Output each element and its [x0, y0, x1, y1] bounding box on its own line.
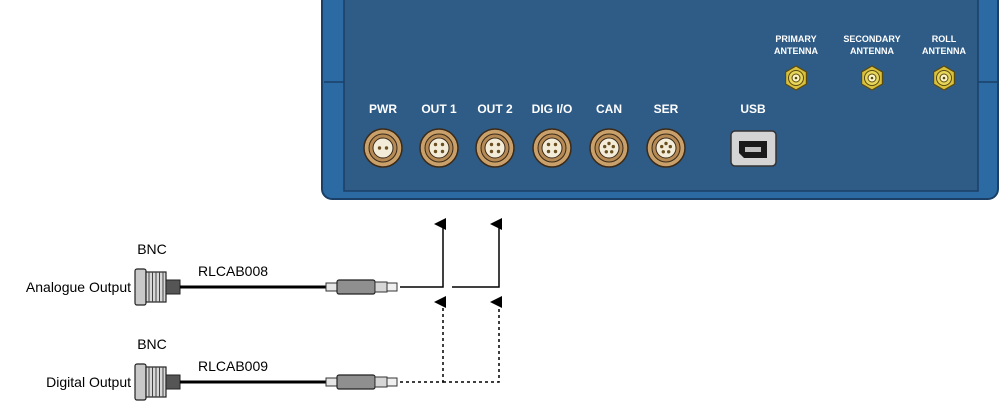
- antenna-secondary[interactable]: SECONDARY ANTENNA: [843, 34, 901, 91]
- port-label: OUT 2: [477, 102, 513, 116]
- cable-name-label: Analogue Output: [26, 279, 131, 295]
- port-can[interactable]: CAN: [589, 102, 629, 168]
- port-label: OUT 1: [421, 102, 457, 116]
- port-out-1[interactable]: OUT 1: [419, 102, 459, 168]
- port-label: PWR: [369, 102, 397, 116]
- port-pwr[interactable]: PWR: [363, 102, 403, 168]
- port-label: DIG I/O: [532, 102, 573, 116]
- antenna-label-line1: PRIMARY: [775, 34, 816, 44]
- antenna-label-line1: SECONDARY: [843, 34, 900, 44]
- cable-name-label: Digital Output: [46, 374, 131, 390]
- device-panel: [321, 0, 999, 200]
- port-label: SER: [654, 102, 679, 116]
- cable-part-label: RLCAB008: [198, 263, 268, 279]
- bnc-connector-icon: [134, 363, 181, 401]
- port-ser[interactable]: SER: [646, 102, 686, 168]
- digital-routing-line-2: [443, 296, 502, 383]
- antenna-connectors: PRIMARY ANTENNA SECONDARY ANTENNA ROLL ANTENN…: [774, 34, 966, 91]
- connector-label: BNC: [137, 336, 167, 352]
- port-label: CAN: [596, 102, 622, 116]
- cable-part-label: RLCAB009: [198, 358, 268, 374]
- lemo-plug-icon: [325, 279, 398, 295]
- usb-label: USB: [740, 102, 766, 116]
- antenna-label-line2: ANTENNA: [774, 46, 818, 56]
- connector-label: BNC: [137, 241, 167, 257]
- cable-digital-output: BNC Digital Output RLCAB009: [46, 336, 398, 401]
- antenna-label-line1: ROLL: [932, 34, 957, 44]
- cable-analogue-output: BNC Analogue Output RLCAB008: [26, 241, 398, 306]
- port-out-2[interactable]: OUT 2: [475, 102, 515, 168]
- analogue-routing-line-1: [400, 218, 446, 288]
- cable-routing: [400, 218, 502, 383]
- device-ports: PWR OUT 1 OUT 2 DIG I/O CAN SER: [363, 102, 686, 168]
- bnc-connector-icon: [134, 268, 181, 306]
- antenna-label-line2: ANTENNA: [850, 46, 894, 56]
- lemo-plug-icon: [325, 374, 398, 390]
- antenna-primary[interactable]: PRIMARY ANTENNA: [774, 34, 818, 91]
- antenna-label-line2: ANTENNA: [922, 46, 966, 56]
- antenna-roll[interactable]: ROLL ANTENNA: [922, 34, 966, 91]
- usb-port[interactable]: USB: [730, 102, 777, 167]
- port-dig-i-o[interactable]: DIG I/O: [532, 102, 573, 168]
- digital-routing-line-1: [400, 296, 446, 383]
- analogue-routing-line-2: [452, 218, 502, 288]
